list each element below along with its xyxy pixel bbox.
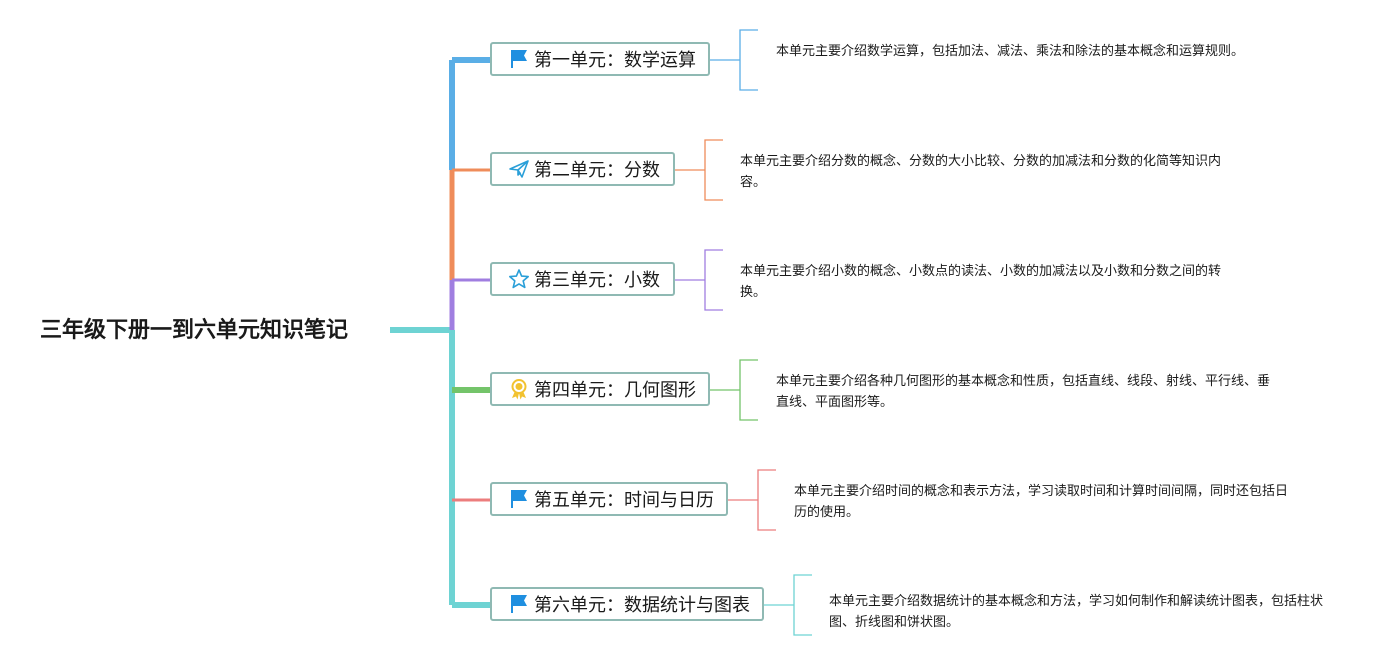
unit-3-title: 第三单元：小数 [534, 270, 660, 291]
unit-2-title: 第二单元：分数 [534, 160, 660, 181]
unit-1-description: 本单元主要介绍数学运算，包括加法、减法、乘法和除法的基本概念和运算规则。 [776, 44, 1245, 59]
blue-flag-icon [508, 593, 530, 615]
unit-6-topic[interactable]: 第六单元：数据统计与图表 [490, 587, 764, 621]
unit-4-description: 本单元主要介绍各种几何图形的基本概念和性质，包括直线、线段、射线、平行线、垂直线… [776, 374, 1271, 410]
unit-2-description: 本单元主要介绍分数的概念、分数的大小比较、分数的加减法和分数的化简等知识内容。 [740, 154, 1222, 190]
unit-5-title: 第五单元：时间与日历 [534, 490, 714, 511]
note-bracket-unit-5 [757, 469, 776, 531]
root-title: 三年级下册一到六单元知识笔记 [40, 318, 349, 343]
unit-2-topic[interactable]: 第二单元：分数 [490, 152, 675, 186]
unit-6-title: 第六单元：数据统计与图表 [534, 595, 750, 616]
star-icon [508, 268, 530, 290]
blue-flag-icon [508, 488, 530, 510]
unit-6-description: 本单元主要介绍数据统计的基本概念和方法，学习如何制作和解读统计图表，包括柱状图、… [829, 594, 1324, 630]
unit-5-description: 本单元主要介绍时间的概念和表示方法，学习读取时间和计算时间间隔，同时还包括日历的… [794, 484, 1289, 520]
unit-1-topic[interactable]: 第一单元：数学运算 [490, 42, 710, 76]
unit-3-topic[interactable]: 第三单元：小数 [490, 262, 675, 296]
unit-4-title: 第四单元：几何图形 [534, 380, 696, 401]
unit-3-description: 本单元主要介绍小数的概念、小数点的读法、小数的加减法以及小数和分数之间的转换。 [740, 264, 1222, 300]
unit-4-topic[interactable]: 第四单元：几何图形 [490, 372, 710, 406]
unit-5-topic[interactable]: 第五单元：时间与日历 [490, 482, 728, 516]
note-bracket-unit-3 [704, 249, 723, 311]
award-medal-icon [508, 378, 530, 400]
unit-1-title: 第一单元：数学运算 [534, 50, 696, 71]
paper-plane-icon [508, 158, 530, 180]
blue-flag-icon [508, 48, 530, 70]
note-bracket-unit-4 [739, 359, 758, 421]
note-bracket-unit-1 [739, 29, 758, 91]
note-bracket-unit-2 [704, 139, 723, 201]
note-bracket-unit-6 [793, 574, 812, 636]
